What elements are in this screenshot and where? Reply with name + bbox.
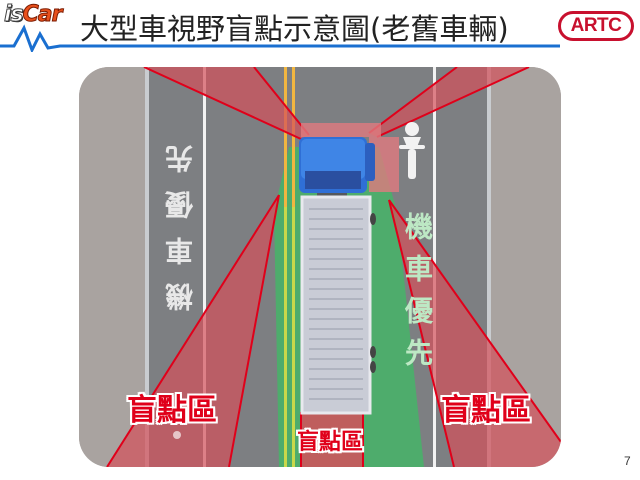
blind-spot-label-left: 盲點區 [127, 393, 217, 428]
logo-is: is [4, 2, 25, 28]
artc-logo-text: ARTC [570, 15, 622, 36]
page-title: 大型車視野盲點示意圖(老舊車輛) [80, 12, 509, 46]
motorcycle-icon [399, 122, 425, 179]
road-marking-right: 機車優先 [401, 212, 434, 380]
road-marking-left: 機車優先 [164, 127, 197, 311]
road-illustration [79, 67, 561, 467]
artc-logo: ARTC [558, 11, 634, 41]
heartbeat-line-icon [0, 24, 560, 52]
page-number: 7 [624, 454, 631, 468]
iscar-logo: isCar [4, 2, 63, 28]
blind-spot-diagram: 機車優先 機車優先 盲點區 盲點區 盲點區 [79, 67, 561, 467]
slide-header: isCar 大型車視野盲點示意圖(老舊車輛) ARTC [0, 0, 640, 52]
blind-spot-label-right: 盲點區 [441, 393, 531, 428]
logo-car: Car [22, 2, 63, 28]
blind-spot-label-rear: 盲點區 [297, 430, 364, 455]
